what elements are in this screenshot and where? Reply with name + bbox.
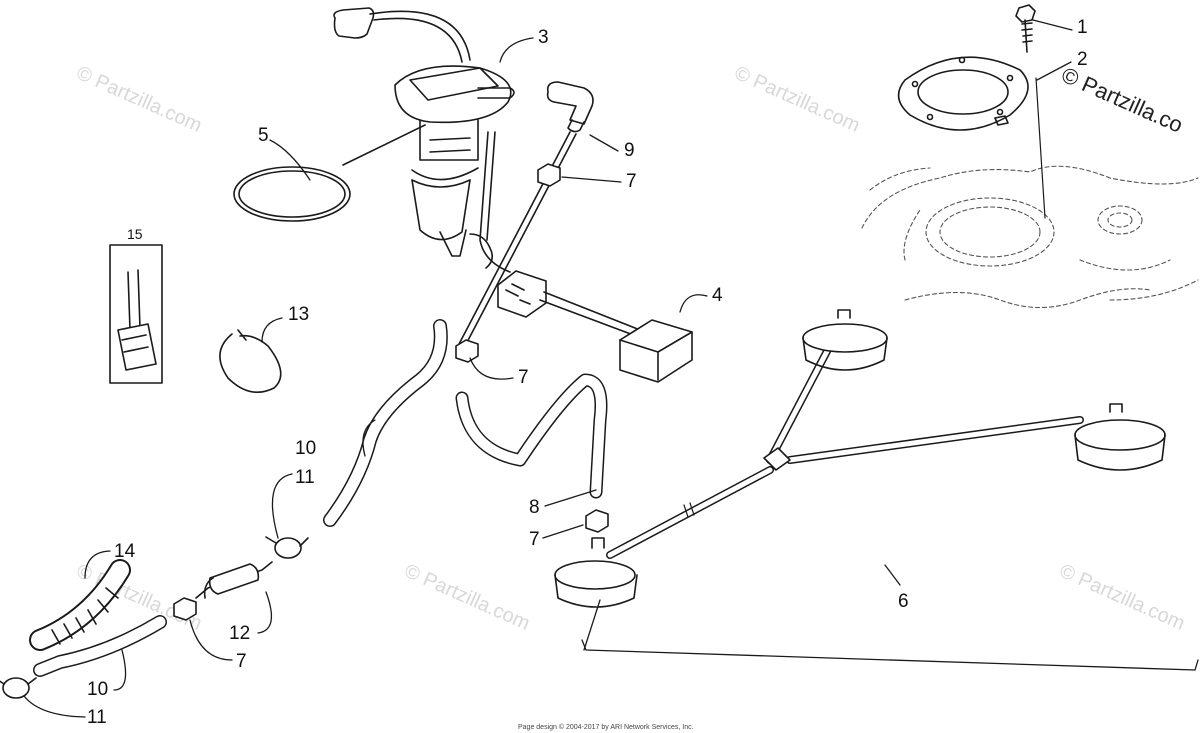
- small-clamp-part: [0, 536, 309, 699]
- o-ring-part: [233, 166, 351, 222]
- callout-13: 13: [288, 304, 310, 325]
- callout-5: 5: [258, 125, 269, 146]
- callout-12: 12: [229, 623, 251, 644]
- callout-2: 2: [1077, 49, 1088, 70]
- callout-6: 6: [898, 591, 909, 612]
- bolt-part: [1015, 4, 1036, 53]
- fuel-sender-part: [497, 270, 693, 383]
- callout-10-upper: 10: [295, 438, 317, 459]
- connector-kit-part: [109, 244, 163, 384]
- hose-clamp-part: [173, 163, 609, 621]
- callout-7-filter: 7: [236, 651, 247, 672]
- fuel-hose-part: [33, 319, 448, 677]
- callout-11-upper: 11: [295, 467, 315, 488]
- callout-9: 9: [624, 140, 635, 161]
- callout-7-middle: 7: [518, 367, 529, 388]
- ribbed-sleeve-part: [29, 559, 131, 651]
- gasket-plate-part: [897, 56, 1029, 131]
- callout-1: 1: [1077, 17, 1088, 38]
- callout-15: 15: [127, 226, 143, 242]
- callout-8: 8: [529, 497, 540, 518]
- callout-11-lower: 11: [87, 707, 107, 728]
- page-footer: Page design © 2004-2017 by ARI Network S…: [518, 724, 694, 731]
- vent-assembly-part: [554, 309, 1166, 608]
- callout-3: 3: [538, 27, 549, 48]
- formed-hose-part: [455, 373, 608, 499]
- callout-7-upper: 7: [626, 171, 637, 192]
- callout-4: 4: [712, 285, 723, 306]
- callout-10-lower: 10: [87, 679, 109, 700]
- spring-clamp-part: [219, 329, 282, 394]
- callout-14: 14: [114, 541, 136, 562]
- leader-lines: [23, 19, 1199, 718]
- fuel-filter-part: [195, 561, 273, 599]
- fuel-pump-part: [333, 7, 515, 273]
- callout-7-lower: 7: [529, 529, 540, 550]
- tank-outline: [861, 165, 1199, 309]
